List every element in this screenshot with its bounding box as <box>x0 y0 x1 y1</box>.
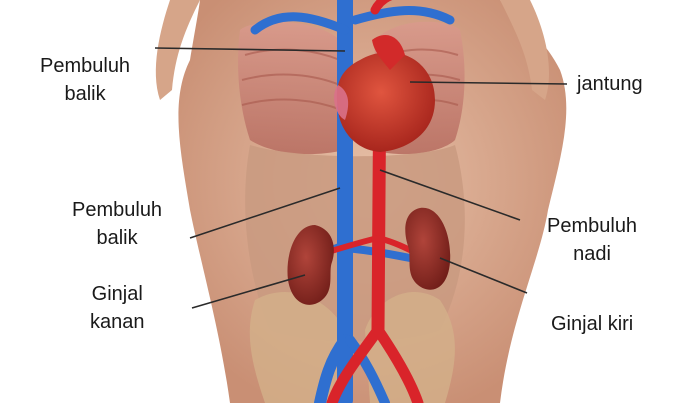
label-vein-upper-line1: Pembuluh <box>40 55 131 77</box>
pointer-lines <box>154 47 568 309</box>
shoulder-left <box>155 0 200 100</box>
label-vein-lower-line1: Pembuluh <box>72 199 163 221</box>
label-vein-lower-line2: balik <box>96 227 138 249</box>
label-vein-lower: Pembuluh balik <box>72 196 162 252</box>
shoulder-right <box>500 0 550 100</box>
label-heart: jantung <box>577 70 643 98</box>
label-artery-line1: Pembuluh <box>547 215 638 237</box>
label-artery: Pembuluh nadi <box>547 212 637 268</box>
label-heart-line1: jantung <box>577 73 643 95</box>
heart-shape <box>336 52 435 153</box>
label-kidney-left-line1: Ginjal kiri <box>551 313 634 335</box>
kidney-left-shape <box>405 207 451 290</box>
label-kidney-left: Ginjal kiri <box>551 310 633 338</box>
label-kidney-right-line2: kanan <box>90 311 145 333</box>
label-vein-upper-line2: balik <box>64 83 106 105</box>
label-vein-upper: Pembuluh balik <box>40 52 130 108</box>
label-kidney-right: Ginjal kanan <box>90 280 145 336</box>
label-artery-line2: nadi <box>573 243 611 265</box>
rib-cage-left <box>238 21 345 155</box>
kidney-right-shape <box>287 225 334 305</box>
label-kidney-right-line1: Ginjal <box>91 283 143 305</box>
